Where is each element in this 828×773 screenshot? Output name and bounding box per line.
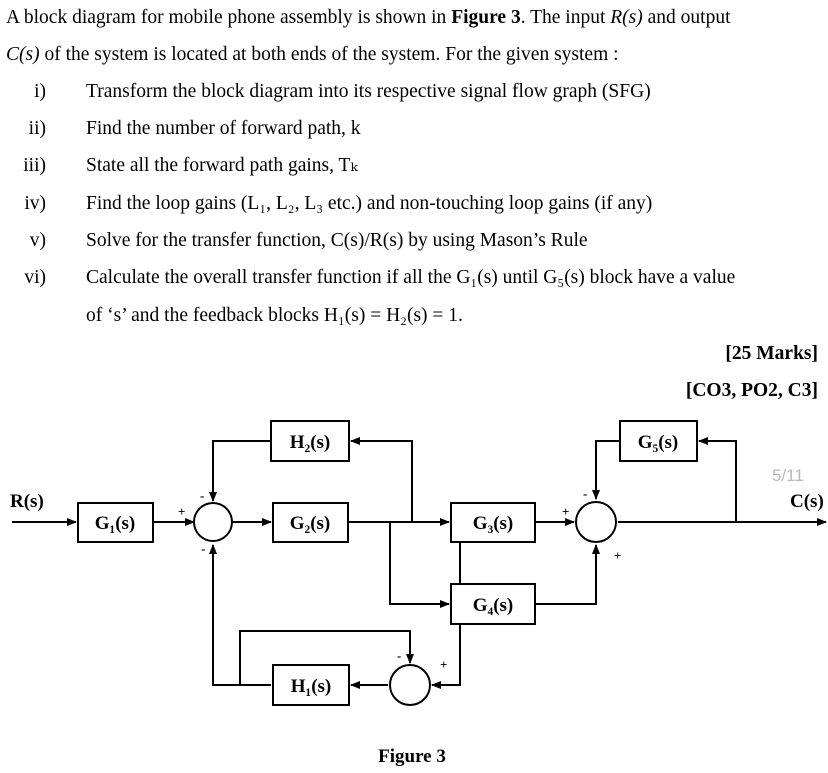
input-label: R(s) <box>10 491 44 512</box>
intro-line-2: C(s) of the system is located at both en… <box>6 43 619 67</box>
item-number: ii) <box>28 118 46 139</box>
item-text: Find the loop gains (L₁, L₂, L₃ etc.) an… <box>86 193 653 214</box>
block-h2 <box>270 420 350 462</box>
g4-to-sum2-arrow <box>535 544 600 605</box>
block-g5 <box>619 420 698 462</box>
item-number: iii) <box>23 155 46 176</box>
marks-label: [25 Marks] <box>725 343 818 364</box>
to-sum3-arrow <box>431 522 461 689</box>
h1-to-sum1-arrow <box>209 544 271 686</box>
course-outcomes-label: [CO3, PO2, C3] <box>685 380 818 401</box>
sum2-left-sign: + <box>562 504 569 519</box>
summing-junction-3 <box>389 664 431 706</box>
sum2-bottom-sign: + <box>614 548 621 563</box>
to-sum3-top-arrow <box>239 630 414 685</box>
page-indicator-watermark: 5/11 <box>772 466 804 485</box>
sum1-top-sign: - <box>200 488 204 503</box>
item-text: Find the number of forward path, k <box>86 118 361 139</box>
figure-ref: Figure 3 <box>451 7 521 28</box>
block-h1 <box>272 664 350 706</box>
item-text: Solve for the transfer function, C(s)/R(… <box>86 230 588 251</box>
h2-to-sum1-arrow <box>209 440 271 502</box>
item-number: iv) <box>24 193 46 214</box>
branch-to-g4-arrow <box>389 522 450 608</box>
intro-text: and output <box>642 7 731 28</box>
item-number: v) <box>29 230 46 251</box>
output-symbol: C(s) <box>6 44 40 65</box>
sum1-left-sign: + <box>178 504 185 519</box>
g2-label: G₂(s) <box>290 513 331 534</box>
item-text-continued: of ‘s’ and the feedback blocks H₁(s) = H… <box>86 305 463 326</box>
h1-label: H₁(s) <box>291 676 332 697</box>
sum3-top-sign: - <box>397 648 401 663</box>
block-g1 <box>77 502 154 543</box>
item-number: vi) <box>24 267 46 288</box>
intro-line-1: A block diagram for mobile phone assembl… <box>6 6 731 30</box>
input-symbol: R(s) <box>610 7 643 28</box>
summing-junction-1 <box>193 502 233 542</box>
item-text: Transform the block diagram into its res… <box>86 81 651 102</box>
summing-junction-2 <box>575 501 617 543</box>
g5-to-sum2-arrow <box>592 440 620 500</box>
to-g5-arrow <box>698 437 737 522</box>
output-label: C(s) <box>790 491 824 512</box>
sum1-bottom-sign: - <box>201 541 205 556</box>
g5-label: G₅(s) <box>638 432 679 453</box>
block-g2 <box>272 502 349 543</box>
h2-label: H₂(s) <box>290 432 331 453</box>
item-text: Calculate the overall transfer function … <box>86 267 736 288</box>
intro-text: . The input <box>520 7 611 28</box>
block-g4 <box>450 583 536 625</box>
sum3-right-sign: + <box>440 657 447 672</box>
item-number: i) <box>34 81 46 102</box>
sum2-top-sign: - <box>583 486 587 501</box>
figure-caption: Figure 3 <box>378 746 446 767</box>
g4-label: G₄(s) <box>473 595 514 616</box>
to-h2-arrow <box>350 437 413 522</box>
item-text: State all the forward path gains, Tₖ <box>86 155 358 176</box>
block-g3 <box>450 502 536 543</box>
intro-text: A block diagram for mobile phone assembl… <box>6 7 452 28</box>
g3-label: G₃(s) <box>473 513 514 534</box>
intro-text: of the system is located at both ends of… <box>39 44 619 65</box>
g1-label: G₁(s) <box>95 513 136 534</box>
